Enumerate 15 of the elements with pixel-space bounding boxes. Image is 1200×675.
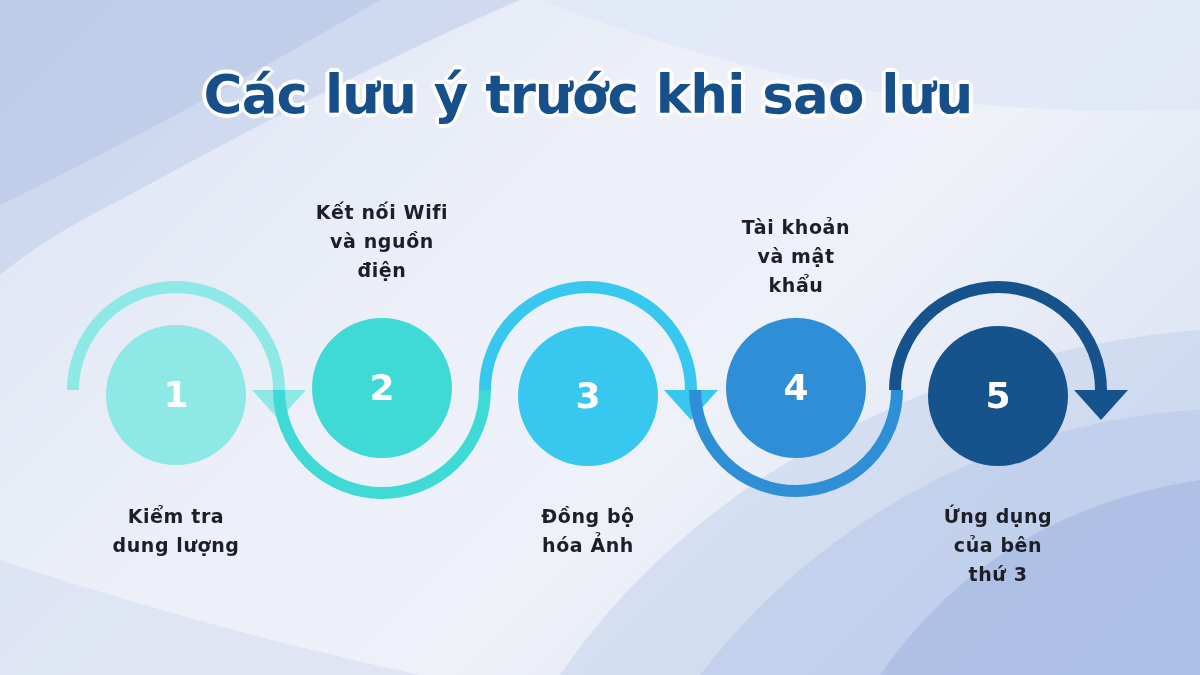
curved-line — [273, 389, 491, 499]
step-circle: 1 — [106, 325, 246, 465]
curved-arrow — [479, 281, 718, 420]
step-circle: 2 — [312, 318, 452, 458]
step-circle: 3 — [518, 326, 658, 466]
curved-arrow — [889, 281, 1128, 420]
step-label: Đồng bộ hóa Ảnh — [540, 504, 636, 558]
step-label: Ứng dụng của bên thứ 3 — [943, 503, 1053, 587]
step-circle: 4 — [726, 318, 866, 458]
title: Các lưu ý trước khi sao lưu — [203, 63, 973, 127]
curved-line — [689, 389, 903, 497]
step-circle: 5 — [928, 326, 1068, 466]
step-label: Tài khoản và mật khẩu — [740, 215, 852, 298]
step-label: Kiểm tra dung lượng — [111, 504, 241, 558]
step-label: Kết nối Wifi và nguồn điện — [314, 200, 450, 283]
